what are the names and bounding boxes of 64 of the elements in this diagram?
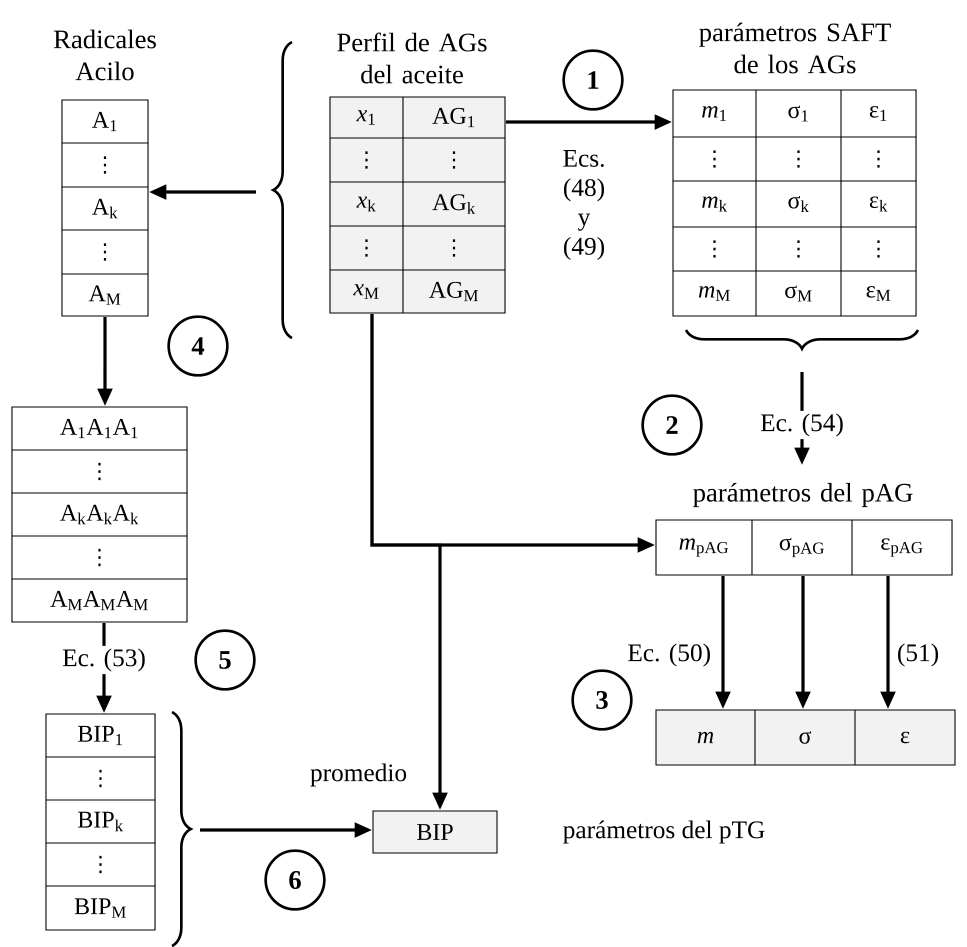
table-cell: m$_{k}$ — [672, 180, 757, 228]
step-number: 5 — [194, 629, 256, 691]
table-cell: ⋮ — [45, 756, 156, 801]
table-cell: ⋮ — [402, 137, 506, 183]
table-heading: Radicales Acilo — [54, 30, 156, 80]
table-cell: ε$_{1}$ — [840, 89, 917, 138]
table-cell: m$_{pAG}$ — [655, 519, 753, 576]
edge-label: Ec. (53) — [59, 646, 149, 674]
table-cell: A$_{M}$A$_{M}$A$_{M}$ — [11, 578, 188, 623]
table-cell: AG$_{k}$ — [402, 181, 506, 227]
table-cell: ⋮ — [672, 226, 757, 272]
table-cell: σ$_{pAG}$ — [751, 519, 853, 576]
table-cell: ⋮ — [755, 136, 842, 182]
table-cell: A$_{M}$ — [61, 273, 149, 317]
table-cell: ε$_{k}$ — [840, 180, 917, 228]
table-cell: BIP$_{k}$ — [45, 799, 156, 844]
table-cell: BIP — [372, 810, 498, 854]
table-cell: ε — [854, 709, 956, 766]
table-cell: ⋮ — [11, 535, 188, 580]
table-cell: A$_{k}$ — [61, 186, 149, 231]
table-cell: m — [655, 709, 756, 766]
table-cell: AG$_{M}$ — [402, 269, 506, 314]
table-heading: parámetros SAFT de los AGs — [699, 22, 891, 74]
table-cell: σ$_{1}$ — [755, 89, 842, 138]
table-cell: σ$_{M}$ — [755, 270, 842, 317]
table-cell: x$_{M}$ — [329, 269, 404, 314]
table-cell: AG$_{1}$ — [402, 96, 506, 139]
edge-label: Ecs. (48) y (49) — [563, 150, 604, 260]
edge-label: Ec. (54) — [758, 410, 847, 440]
table-cell: ⋮ — [45, 842, 156, 887]
table-cell: ⋮ — [11, 449, 188, 494]
edge-label: promedio — [310, 764, 406, 786]
table-cell: ε$_{M}$ — [840, 270, 917, 317]
table-cell: BIP$_{M}$ — [45, 885, 156, 931]
table-cell: A$_{k}$A$_{k}$A$_{k}$ — [11, 492, 188, 537]
table-cell: x$_{k}$ — [329, 181, 404, 227]
edge-label: (51) — [898, 644, 938, 666]
step-number: 1 — [562, 49, 624, 111]
table-heading: Perfil de AGs del aceite — [337, 32, 487, 84]
edge-label: Ec. (50) — [628, 644, 710, 666]
table-cell: σ — [754, 709, 856, 766]
step-number: 3 — [571, 669, 633, 731]
table-cell: ⋮ — [61, 229, 149, 275]
note-text: parámetros del pTG — [563, 820, 765, 844]
table-cell: ε$_{pAG}$ — [851, 519, 953, 576]
table-cell: ⋮ — [329, 225, 404, 271]
table-cell: ⋮ — [840, 136, 917, 182]
table-cell: A$_{1}$ — [61, 99, 149, 144]
table-cell: ⋮ — [402, 225, 506, 271]
table-cell: ⋮ — [329, 137, 404, 183]
table-cell: ⋮ — [840, 226, 917, 272]
step-number: 4 — [167, 315, 229, 377]
table-heading: parámetros del pAG — [693, 482, 912, 508]
table-cell: A$_{1}$A$_{1}$A$_{1}$ — [11, 406, 188, 451]
table-cell: ⋮ — [755, 226, 842, 272]
step-number: 6 — [264, 849, 326, 911]
table-cell: m$_{M}$ — [672, 270, 757, 317]
table-cell: BIP$_{1}$ — [45, 713, 156, 758]
table-cell: ⋮ — [61, 142, 149, 188]
step-number: 2 — [641, 394, 703, 456]
table-cell: x$_{1}$ — [329, 96, 404, 139]
table-cell: m$_{1}$ — [672, 89, 757, 138]
table-cell: ⋮ — [672, 136, 757, 182]
table-cell: σ$_{k}$ — [755, 180, 842, 228]
